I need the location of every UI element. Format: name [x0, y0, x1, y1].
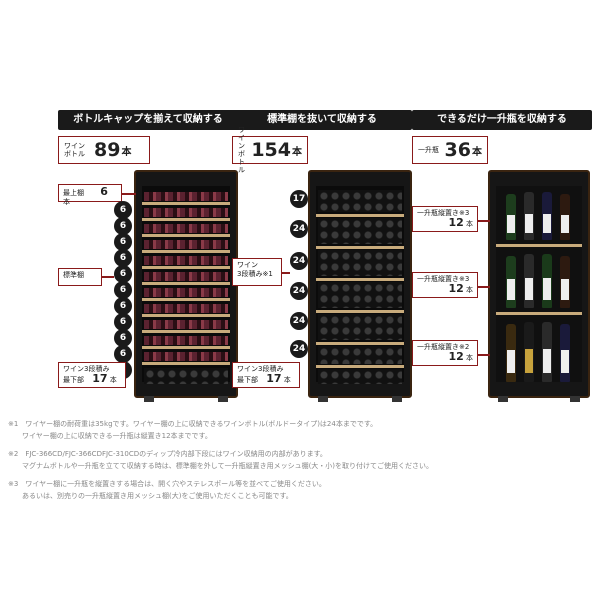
capacity-unit: 本	[121, 146, 132, 158]
footnote: マグナムボトルや一升瓶を立てて収納する時は、標準棚を外して一升瓶縦置き用メッシュ…	[8, 462, 434, 470]
footnote: ※1 ワイヤー棚の耐荷重は35kgです。ワイヤー棚の上に収納できるワインボトル(…	[8, 420, 378, 428]
sake-tag-value: 12	[448, 216, 464, 229]
top-shelf-unit: 本	[63, 198, 70, 206]
bottom-stack-label1: ワイン3段積み	[63, 365, 110, 373]
bottom-stack-tag: ワイン3段積み 最下部 17 本	[58, 362, 126, 388]
shelf-count-badge: 24	[290, 340, 308, 358]
cabinet-interior	[142, 186, 230, 384]
shelf-count-badge: 6	[114, 313, 132, 331]
standard-shelf-label: 標準棚	[63, 271, 84, 279]
panel-bottle-cap: ボトルキャップを揃えて収納する ワイン ボトル 89 本 最上棚 6 本	[58, 110, 238, 402]
shelf-count-badge: 24	[290, 312, 308, 330]
sake-vertical-tag-2: 一升瓶縦置き※3 12 本	[412, 272, 478, 298]
bottom-stack-tag: ワイン3段積み 最下部 17 本	[232, 362, 300, 388]
panel-sake-bottles: できるだけ一升瓶を収納する 一升瓶 36 本	[412, 110, 592, 402]
capacity-value: 36	[444, 139, 471, 161]
panel-heading: ボトルキャップを揃えて収納する	[58, 110, 238, 130]
footnote: ※3 ワイヤー棚に一升瓶を縦置きする場合は、開く穴やステレスポール等を並べてご使…	[8, 480, 326, 488]
capacity-box: ワイン ボトル 89 本	[58, 136, 150, 164]
cabinet-interior	[496, 186, 582, 382]
shelf-count-badge: 6	[114, 201, 132, 219]
bottom-stack-unit: 本	[283, 376, 291, 384]
shelf-count-badge: 6	[114, 281, 132, 299]
shelf-count-badge: 6	[114, 233, 132, 251]
shelf-count-badge: 17	[290, 190, 308, 208]
sake-tag-label: 一升瓶縦置き※2	[417, 343, 470, 351]
footnote: ワイヤー棚の上に収納できる一升瓶は縦置き12本までです。	[8, 432, 212, 440]
bottom-stack-value: 17	[92, 372, 108, 385]
shelf-count-badge: 6	[114, 265, 132, 283]
sake-tag-unit: 本	[466, 220, 473, 228]
capacity-label-line2: ボトル	[238, 150, 245, 174]
capacity-label-line1: ワイン	[64, 142, 85, 150]
wine-cellar-cabinet	[308, 170, 412, 402]
bottom-stack-value: 17	[266, 372, 282, 385]
wine-cellar-cabinet	[134, 170, 238, 402]
capacity-box: 一升瓶 36 本	[412, 136, 488, 164]
stack-label2: 3段積み※1	[237, 270, 273, 278]
stack-3-tag: ワイン 3段積み※1	[232, 258, 282, 286]
capacity-unit: 本	[292, 146, 302, 158]
sake-tag-unit: 本	[466, 354, 473, 362]
panel-remove-shelves: 標準棚を抜いて収納する ワイン ボトル 154 本 ワイン 3段積み※1 17 …	[232, 110, 412, 402]
stack-label1: ワイン	[237, 261, 258, 269]
sake-tag-value: 12	[448, 350, 464, 363]
shelf-count-badge: 6	[114, 345, 132, 363]
sake-cellar-cabinet	[488, 170, 590, 402]
shelf-count-badge: 6	[114, 249, 132, 267]
sake-tag-unit: 本	[466, 286, 473, 294]
bottom-stack-label2: 最下部	[63, 376, 84, 384]
sake-tag-value: 12	[448, 282, 464, 295]
standard-shelf-tag: 標準棚	[58, 268, 102, 286]
footnote: あるいは、別売りの一升瓶縦置き用メッシュ棚(大)をご使用いただくことも可能です。	[8, 492, 293, 500]
capacity-label-line1: 一升瓶	[418, 146, 439, 154]
shelf-count-badge: 6	[114, 217, 132, 235]
shelf-count-badge: 24	[290, 252, 308, 270]
shelf-count-badge: 24	[290, 282, 308, 300]
capacity-value: 154	[251, 139, 291, 161]
top-shelf-label: 最上棚	[63, 189, 84, 197]
shelf-count-badge: 24	[290, 220, 308, 238]
panel-heading: できるだけ一升瓶を収納する	[412, 110, 592, 130]
footnotes: ※1 ワイヤー棚の耐荷重は35kgです。ワイヤー棚の上に収納できるワインボトル(…	[8, 418, 602, 508]
sake-tag-label: 一升瓶縦置き※3	[417, 275, 470, 283]
footnote: ※2 FJC-366CD/FJC-366CDFJC-310CDのディップ冷内部下…	[8, 450, 327, 458]
cabinet-interior	[316, 186, 404, 384]
bottom-stack-label1: ワイン3段積み	[237, 365, 284, 373]
capacity-box: ワイン ボトル 154 本	[232, 126, 308, 174]
top-shelf-value: 6	[100, 185, 108, 198]
bottom-stack-unit: 本	[109, 376, 117, 384]
capacity-label-line2: ボトル	[64, 150, 85, 158]
shelf-count-badge: 6	[114, 297, 132, 315]
sake-tag-label: 一升瓶縦置き※3	[417, 209, 470, 217]
capacity-value: 89	[94, 139, 121, 161]
panel-heading: 標準棚を抜いて収納する	[232, 110, 412, 130]
sake-vertical-tag-1: 一升瓶縦置き※3 12 本	[412, 206, 478, 232]
shelf-count-badge: 6	[114, 329, 132, 347]
capacity-unit: 本	[472, 146, 482, 158]
sake-vertical-tag-3: 一升瓶縦置き※2 12 本	[412, 340, 478, 366]
capacity-label-line1: ワイン	[238, 126, 245, 150]
bottom-stack-label2: 最下部	[237, 376, 258, 384]
top-shelf-tag: 最上棚 6 本	[58, 184, 122, 206]
